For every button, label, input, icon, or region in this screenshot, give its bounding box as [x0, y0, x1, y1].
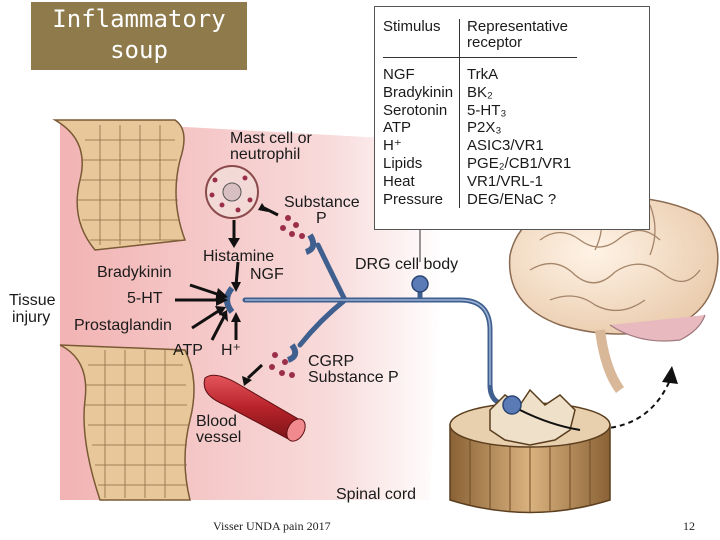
header-receptor-line1: Representative [467, 18, 568, 35]
table-row: NGF TrkA [383, 66, 578, 84]
table-cell-stimulus: Heat [383, 172, 415, 190]
label-tissue: Tissue [9, 292, 56, 309]
table-cell-receptor: P2X₃ [459, 119, 578, 138]
header-receptor: Representative receptor [459, 18, 578, 58]
slide-title: Inflammatory soup [31, 2, 247, 70]
label-mast-cell: Mast cell or [230, 130, 312, 147]
label-ngf: NGF [250, 266, 284, 283]
table-row: Heat VR1/VRL-1 [383, 172, 578, 191]
table-cell-receptor: DEG/ENaC ? [459, 190, 578, 209]
slide-title-line1: Inflammatory [52, 5, 226, 33]
table-cell-stimulus: Serotonin [383, 101, 448, 119]
label-histamine: Histamine [203, 248, 275, 265]
table-cell-receptor: 5-HT₃ [459, 101, 578, 120]
stimulus-receptor-table: Stimulus Representative receptor NGF TrkA… [374, 6, 650, 230]
tissue-upper-block [52, 119, 187, 251]
label-bradykinin: Bradykinin [97, 264, 172, 281]
label-prostaglandin: Prostaglandin [74, 317, 172, 334]
drg-cell-body [411, 275, 429, 293]
tissue-lower-block [59, 344, 195, 501]
blood-vessel [203, 374, 306, 442]
receptor-table: Stimulus Representative receptor NGF TrkA… [383, 18, 578, 209]
slide-title-line2: soup [110, 36, 168, 64]
brain-illustration [508, 196, 719, 393]
page-number: 12 [683, 519, 695, 533]
label-substance-p-top-p: P [316, 210, 327, 227]
header-receptor-line2: receptor [467, 34, 523, 51]
table-row: Bradykinin BK₂ [383, 83, 578, 102]
label-blood: Blood [196, 413, 237, 430]
table-row: ATP P2X₃ [383, 119, 578, 138]
label-h-plus: H⁺ [221, 342, 241, 359]
slide-footer: Visser UNDA pain 2017 [213, 519, 331, 533]
table-cell-receptor: PGE₂/CB1/VR1 [459, 154, 578, 173]
table-row: Lipids PGE₂/CB1/VR1 [383, 154, 578, 173]
label-spinal-cord: Spinal cord [336, 486, 417, 503]
table-cell-stimulus: Bradykinin [383, 83, 454, 101]
label-atp: ATP [173, 342, 203, 359]
table-cell-stimulus: Pressure [383, 190, 444, 208]
label-substance-p-top: Substance [284, 194, 360, 211]
label-cgrp: CGRP [308, 353, 355, 370]
table-cell-receptor: ASIC3/VR1 [459, 137, 578, 155]
table-cell-stimulus: NGF [383, 66, 415, 83]
header-stimulus: Stimulus [383, 18, 441, 35]
table-row: Serotonin 5-HT₃ [383, 101, 578, 120]
table-cell-stimulus: ATP [383, 119, 412, 137]
table-cell-receptor: TrkA [459, 66, 578, 84]
table-cell-stimulus: H⁺ [383, 137, 402, 155]
mast-cell [205, 165, 259, 219]
substance-p-vesicles [280, 215, 305, 239]
table-cell-receptor: VR1/VRL-1 [459, 172, 578, 191]
label-injury: injury [12, 309, 51, 326]
label-substance-p-bottom: Substance P [308, 369, 399, 386]
label-drg-cell-body: DRG cell body [355, 256, 459, 273]
table-row: Pressure DEG/ENaC ? [383, 190, 578, 209]
spinal-cord [449, 388, 611, 514]
label-5ht: 5-HT [127, 290, 163, 307]
table-cell-receptor: BK₂ [459, 83, 578, 102]
label-neutrophil: neutrophil [230, 146, 301, 163]
label-vessel: vessel [196, 429, 242, 446]
table-row: H⁺ ASIC3/VR1 [383, 137, 578, 155]
table-cell-stimulus: Lipids [383, 154, 423, 172]
